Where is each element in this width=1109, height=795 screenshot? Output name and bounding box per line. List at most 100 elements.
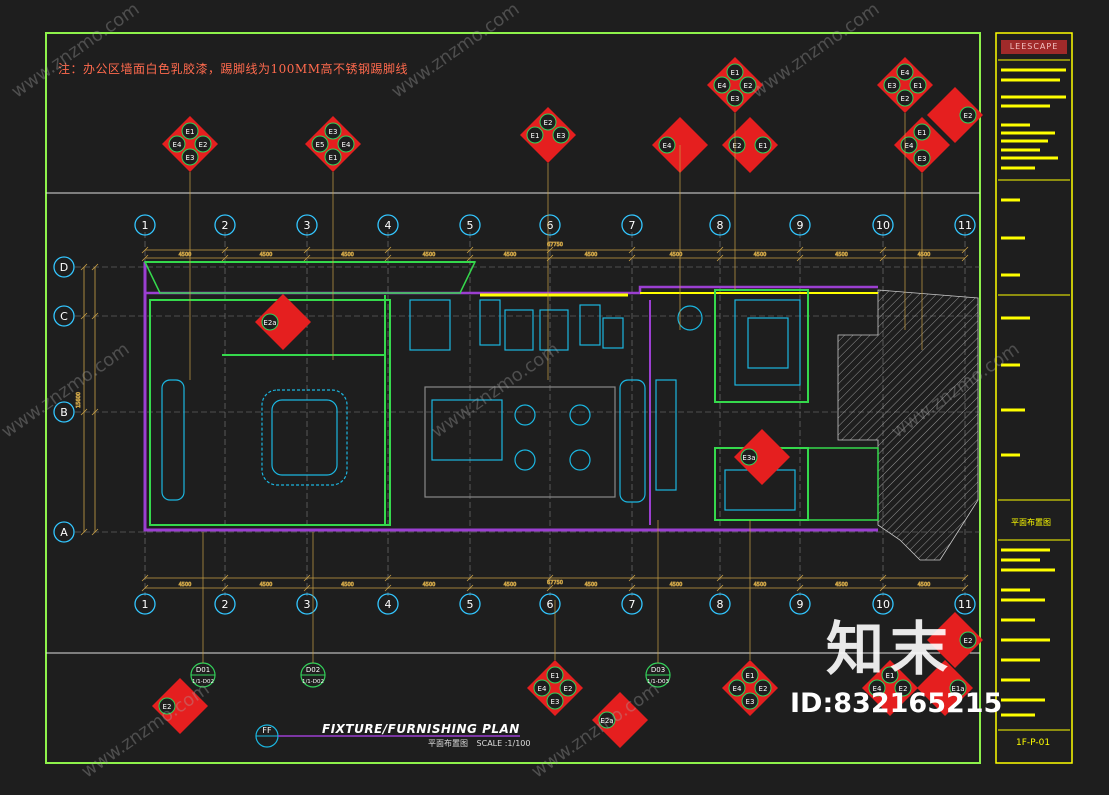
elevation-index-marker: E2a [255,294,311,350]
title-block-brand: LEESCAPE [1001,40,1067,54]
grid-bubble-label: 8 [717,598,724,611]
elevation-label: E2 [199,141,208,149]
grid-bubble-col-9: 9 [789,214,811,236]
elevation-index-marker: E1a [917,660,973,716]
detail-ref-top: D02 [306,666,320,674]
elevation-label: E2 [544,119,553,127]
elevation-label: E1 [731,69,740,77]
elevation-label: E3 [329,128,338,136]
elevation-index-marker: E1 E2 [722,117,778,173]
grid-bubble-label: 3 [304,219,311,232]
dimension-label: 4500 [670,582,683,588]
grid-bubble-col-3: 3 [296,214,318,236]
detail-ref-top: D03 [651,666,665,674]
grid-bubble-col-8: 8 [709,593,731,615]
elevation-label: E3 [746,698,755,706]
elevation-label: E4 [538,685,547,693]
dimension-label: 4500 [341,582,354,588]
detail-reference-marker: D02 1/1-D02 [300,662,326,688]
grid-bubble-label: 9 [797,598,804,611]
plan-subtitle-cn: 平面布置图 [428,739,468,748]
grid-bubble-label: 5 [467,598,474,611]
grid-bubble-row-B: B [53,401,75,423]
elevation-label: E1 [551,672,560,680]
grid-bubble-row-D: D [53,256,75,278]
grid-bubble-col-6: 6 [539,214,561,236]
detail-ref-bottom: 1/1-D03 [647,679,670,685]
elevation-index-marker: E3a [734,429,790,485]
grid-bubble-col-11: 11 [954,593,976,615]
elevation-label: E2a [263,319,276,327]
dimension-label: 4500 [585,582,598,588]
grid-bubble-col-10: 10 [872,214,894,236]
grid-bubble-col-2: 2 [214,214,236,236]
grid-bubble-col-9: 9 [789,593,811,615]
elevation-label: E3 [557,132,566,140]
title-block-text-lines [1001,68,1066,717]
elevation-label: E2 [733,142,742,150]
dimension-label: 4500 [835,252,848,258]
grid-bubble-col-6: 6 [539,593,561,615]
elevation-label: E2 [899,685,908,693]
elevation-label: E2 [564,685,573,693]
title-block-drawing-name: 平面布置图 [1011,518,1051,527]
detail-ref-bottom: 1/1-D02 [302,679,324,685]
grid-bubble-label: 10 [876,598,890,611]
dimension-label: 4500 [260,582,273,588]
grid-bubble-label: 4 [385,598,392,611]
grid-bubble-label: 10 [876,219,890,232]
grid-bubble-label: B [60,406,68,419]
elevation-label: E4 [873,685,882,693]
dimension-label: 4500 [918,582,931,588]
grid-bubble-col-1: 1 [134,593,156,615]
grid-bubble-label: 3 [304,598,311,611]
dimension-label: 4500 [670,252,683,258]
grid-bubble-label: 7 [629,219,636,232]
elevation-label: E3 [731,95,740,103]
elevation-label: E4 [905,142,914,150]
elevation-label: E4 [173,141,182,149]
grid-bubble-col-5: 5 [459,593,481,615]
elevation-label: E4 [733,685,742,693]
elevation-label: E3a [742,454,755,462]
elevation-label: E2 [744,82,753,90]
elevation-label: E2 [901,95,910,103]
elevation-label: E1 [759,142,768,150]
dimension-label: 4500 [504,252,517,258]
dimension-label: 4500 [585,252,598,258]
general-note: 注：办公区墙面白色乳胶漆，踢脚线为100MM高不锈钢踢脚线 [58,62,408,76]
walls [143,261,879,532]
dimension-label: 15600 [76,392,82,408]
grid-bubble-col-1: 1 [134,214,156,236]
dimension-label: 67750 [547,242,563,248]
dimension-label: 4500 [754,252,767,258]
dimension-label: 4500 [260,252,273,258]
grid-bubble-col-3: 3 [296,593,318,615]
dimension-label: 67750 [547,580,563,586]
dimension-label: 4500 [423,252,436,258]
grid-bubble-col-4: 4 [377,214,399,236]
elevation-label: E3 [888,82,897,90]
grid-bubble-col-10: 10 [872,593,894,615]
grid-bubble-col-4: 4 [377,593,399,615]
grid-bubble-label: 5 [467,219,474,232]
elevation-label: E1 [914,82,923,90]
grid-bubble-col-7: 7 [621,593,643,615]
elevation-label: E1 [918,129,927,137]
elevation-index-marker: E2 [927,87,983,143]
grid-bubble-row-C: C [53,305,75,327]
elevation-label: E4 [342,141,351,149]
leader-lines [189,113,923,663]
elevation-label: E3 [551,698,560,706]
grid-bubble-col-2: 2 [214,593,236,615]
grid-bubble-label: 4 [385,219,392,232]
grid-bubble-col-7: 7 [621,214,643,236]
title-block-frame [995,32,1073,764]
